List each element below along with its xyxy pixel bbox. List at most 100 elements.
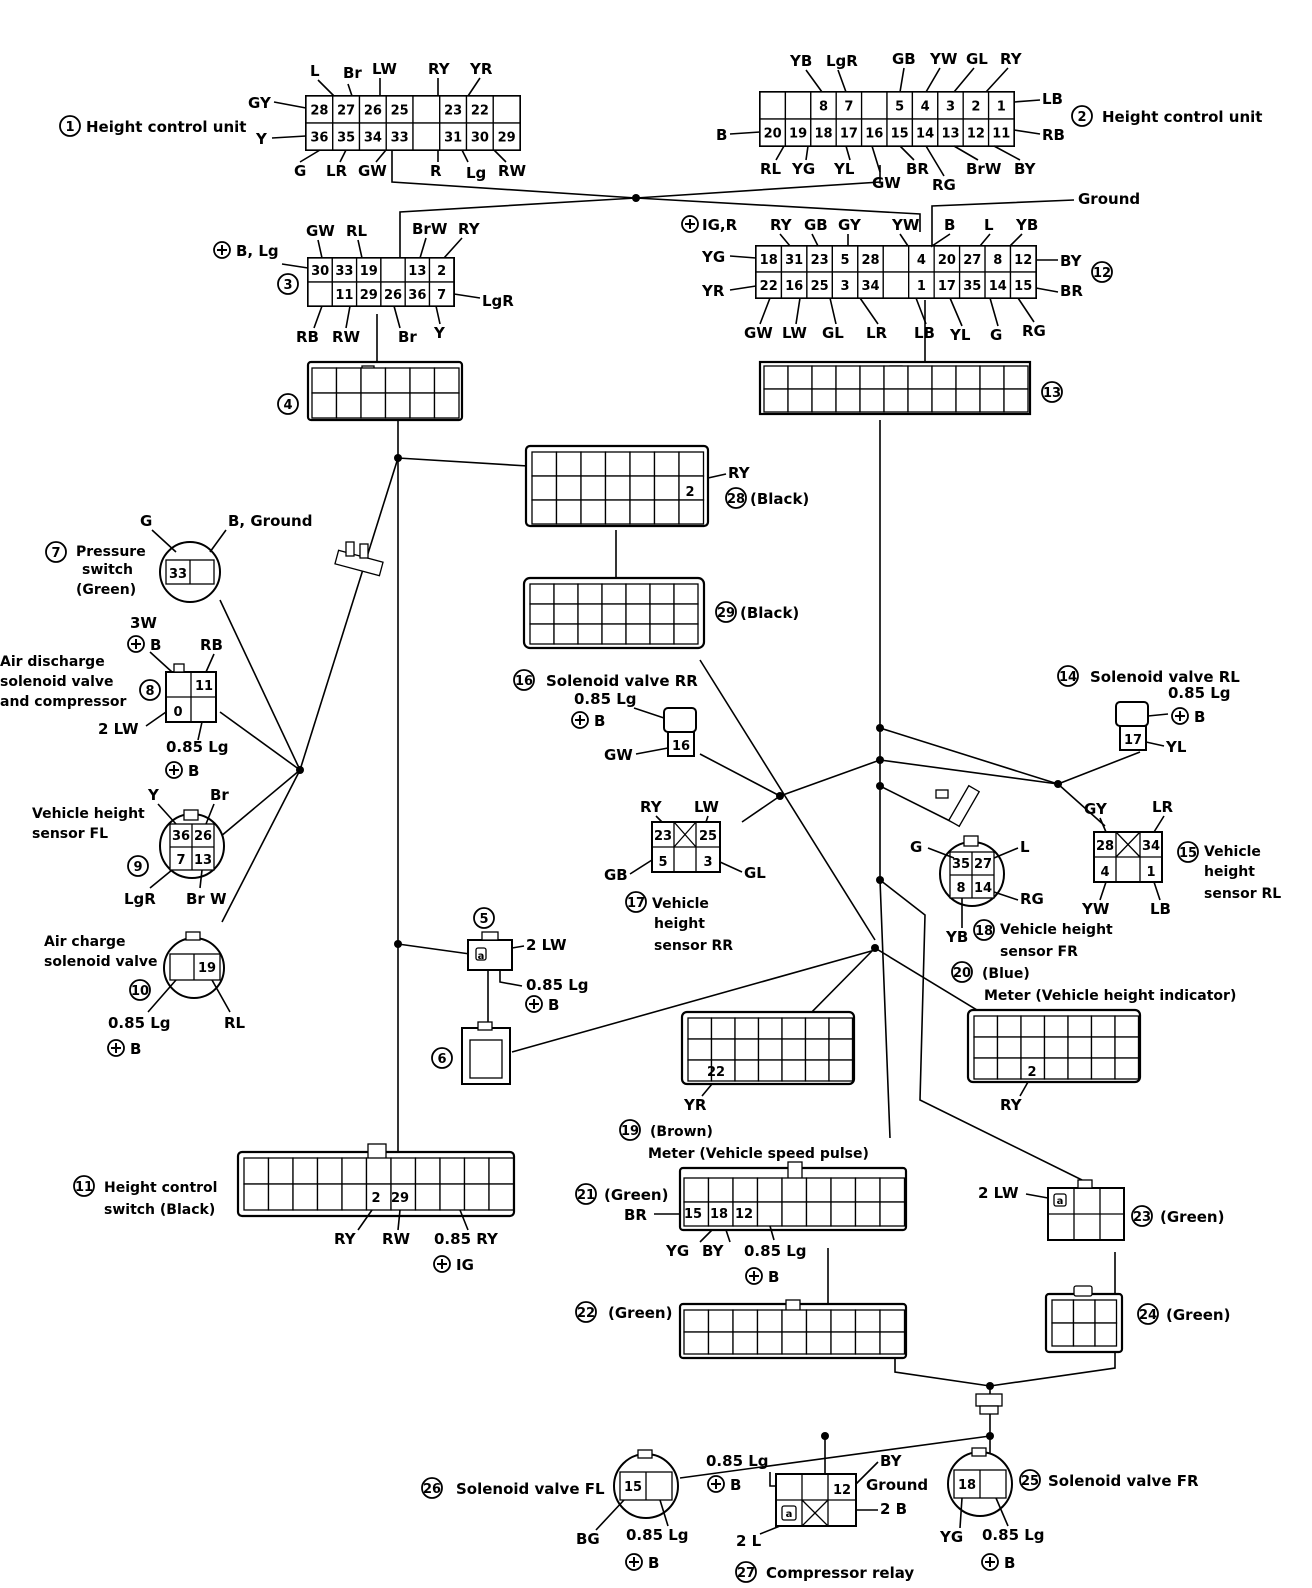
battery-plus-icon [433, 1255, 451, 1273]
pin-cell [553, 623, 579, 645]
battery-plus-icon [525, 995, 543, 1013]
component-15-vehicle-height-sensor-rl: 28 34 4 1 GY LR YW LB 15 Vehicle height … [1081, 798, 1281, 918]
callout-number: 22 [577, 1306, 595, 1321]
pin-cell [678, 451, 705, 477]
pin-cell [804, 1038, 830, 1061]
wire-label: Br [210, 786, 229, 804]
component-label: (Green) [608, 1304, 672, 1322]
pin-cell [835, 365, 861, 390]
pin-number: 28 [310, 104, 328, 119]
pin-cell [835, 118, 863, 147]
pin-number: 25 [811, 279, 829, 294]
pin-cell [331, 281, 358, 307]
pin-cell [1043, 1057, 1069, 1080]
pin-cell [1072, 1299, 1096, 1324]
wire-label: 0.85 Lg [108, 1014, 171, 1032]
pin-number: 18 [760, 253, 778, 268]
battery-plus-icon [1171, 707, 1189, 725]
pin-number: 34 [364, 131, 382, 146]
component-label: Vehicle height [1000, 922, 1113, 938]
pin-number: 12 [833, 1483, 851, 1498]
wire-label: GL [744, 864, 766, 882]
wire-label: RL [224, 1014, 246, 1032]
pin-cell [732, 1201, 759, 1227]
wire-label: YL [949, 326, 971, 344]
pin-cell [629, 475, 656, 501]
pin-number: 4 [917, 253, 926, 268]
pin-cell [267, 1183, 294, 1211]
pin-cell [984, 271, 1012, 299]
component-label: Air charge [44, 934, 126, 950]
pin-cell [707, 1309, 734, 1333]
component-label: (Blue) [982, 966, 1030, 982]
pin-cell [937, 91, 964, 120]
wire-label: B [1004, 1554, 1015, 1572]
pin-cell [955, 388, 981, 413]
pin-cell [601, 623, 627, 645]
callout-number: 13 [1043, 386, 1061, 401]
wire-label: LgR [826, 52, 858, 70]
pin-cell [879, 1177, 906, 1203]
pin-number: 36 [408, 288, 426, 303]
component-label: height [654, 916, 705, 932]
pin-cell [756, 1201, 783, 1227]
pin-number: 1 [1146, 865, 1155, 880]
wire-label: BR [906, 160, 929, 178]
pin-number: 12 [967, 127, 985, 142]
pin-cell [1009, 245, 1037, 273]
pin-number: 5 [895, 100, 904, 115]
callout-number: 20 [953, 966, 971, 981]
component-label: Height control unit [1102, 108, 1262, 126]
pin-cell [756, 1309, 783, 1333]
pin-cell [335, 392, 362, 419]
wire-label: 0.85 Lg [982, 1526, 1045, 1544]
pin-cell [625, 623, 651, 645]
pin-number: 28 [861, 253, 879, 268]
component-label: Air discharge [0, 654, 105, 670]
pin-cell [828, 1038, 854, 1061]
pin-number: 1 [997, 100, 1006, 115]
pin-number: 35 [337, 131, 355, 146]
pin-cell [987, 118, 1015, 147]
pin-cell [931, 388, 957, 413]
component-label: height [1204, 864, 1255, 880]
wire-label: Br W [186, 890, 227, 908]
pin-cell [781, 1038, 807, 1061]
pin-number: 23 [444, 104, 462, 119]
pin-cell [804, 1017, 830, 1040]
pin-cell [384, 367, 411, 394]
pin-cell [962, 118, 990, 147]
connector-4: 4 [277, 360, 464, 422]
pin-cell [757, 1059, 783, 1082]
wire-label: LR [866, 324, 888, 342]
pin-cell [860, 91, 888, 120]
pin-cell [358, 122, 387, 151]
pin-cell [707, 1177, 734, 1203]
component-16-solenoid-valve-rr: 16 16 Solenoid valve RR 0.85 Lg B GW [513, 669, 698, 764]
component-18-vehicle-height-sensor-fr: 35 27 8 14 G L RG YB 18 Vehicle height s… [910, 835, 1113, 960]
connector-29-black: 29 (Black) [522, 576, 799, 650]
wire-label: 2 B [880, 1500, 907, 1518]
component-26-solenoid-valve-fl: 15 26 Solenoid valve FL BG 0.85 Lg B [421, 1449, 689, 1572]
component-8-air-discharge-solenoid-valve: 11 0 3W B RB 2 LW 0.85 Lg B 8 Air discha… [0, 614, 229, 780]
pin-number: 22 [471, 104, 489, 119]
wire-label: BY [1060, 252, 1083, 270]
wire-label: 2 LW [98, 720, 139, 738]
wire-label: RG [932, 176, 956, 194]
wire-label: YL [833, 160, 855, 178]
pin-cell [360, 392, 387, 419]
pin-cell [828, 1017, 854, 1040]
pin-cell [629, 499, 656, 525]
pin-cell [784, 91, 812, 120]
pin-cell [390, 1157, 417, 1185]
component-label: Vehicle [1204, 844, 1261, 860]
callout-number: 12 [1093, 266, 1111, 281]
pin-cell [1003, 388, 1029, 413]
wire-label: 0.85 RY [434, 1230, 499, 1248]
pin-number: 14 [989, 279, 1007, 294]
pin-cell [243, 1183, 270, 1211]
pin-cell [305, 95, 334, 124]
pin-number: 8 [819, 100, 828, 115]
component-label: Compressor relay [766, 1564, 914, 1582]
